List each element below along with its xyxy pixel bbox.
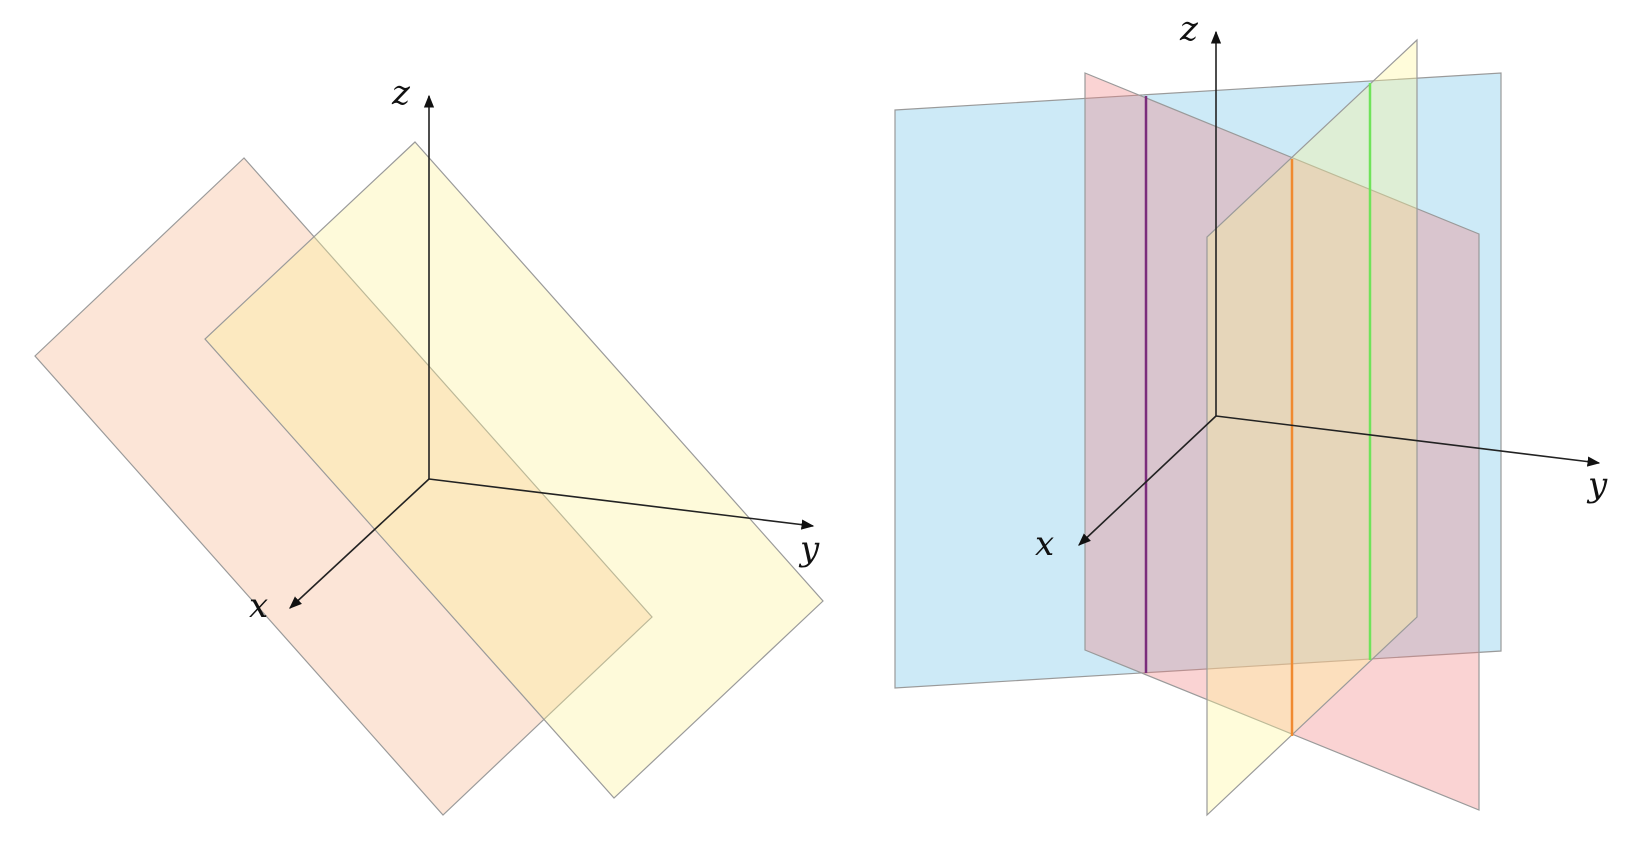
left-x-label: x xyxy=(249,586,268,626)
right-y-label: y xyxy=(1586,465,1608,505)
right-plane-pink xyxy=(1084,72,1480,811)
right-x-axis xyxy=(1078,415,1217,546)
left-figure: z y x xyxy=(34,73,824,816)
left-z-label: z xyxy=(391,73,411,113)
left-plane-yellow xyxy=(204,141,824,799)
left-plane-pink xyxy=(34,157,653,816)
right-z-label: z xyxy=(1179,9,1199,49)
left-y-label: y xyxy=(798,529,820,569)
left-x-axis xyxy=(289,478,430,609)
right-figure: z y x xyxy=(894,9,1608,817)
right-x-label: x xyxy=(1035,524,1054,564)
right-y-axis xyxy=(1215,415,1601,467)
left-y-axis xyxy=(428,478,815,530)
right-plane-blue xyxy=(894,72,1502,689)
